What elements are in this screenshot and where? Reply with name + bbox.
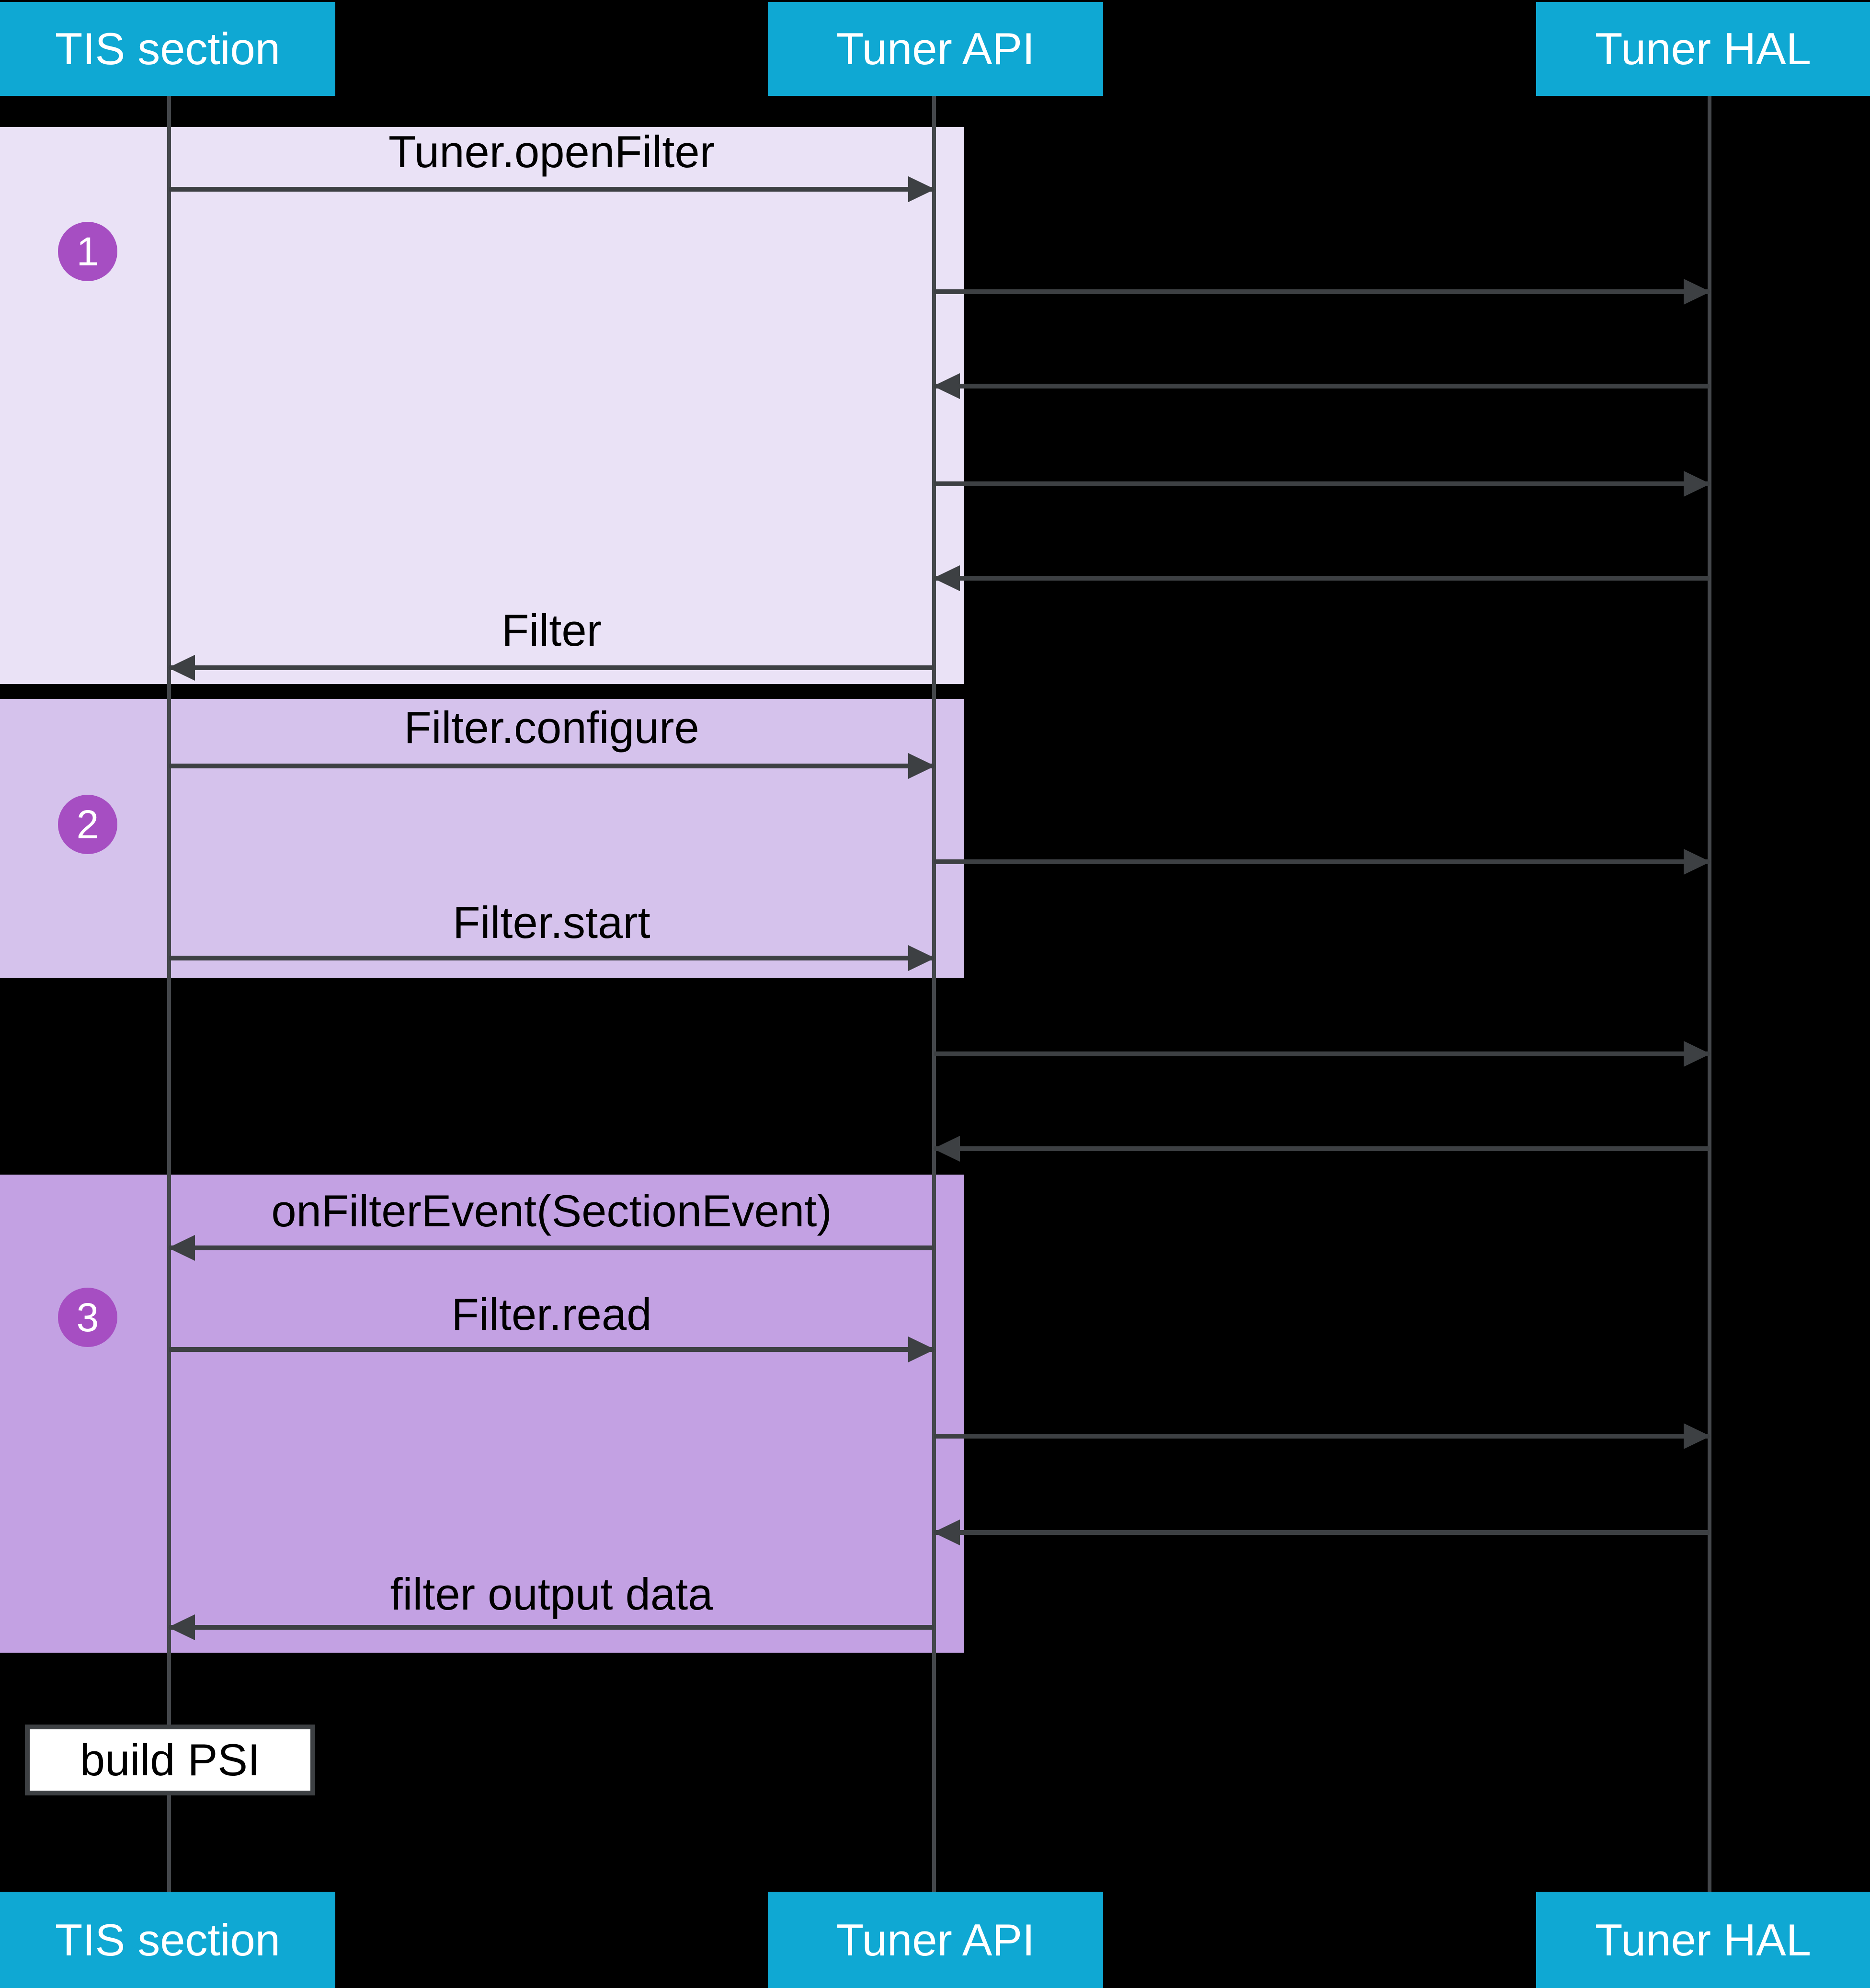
arrow-hal-to-api-4 — [934, 1530, 1710, 1535]
note-build-psi: build PSI — [25, 1725, 315, 1795]
message-label-filter-start: Filter.start — [453, 897, 650, 948]
lifeline-tuner-hal — [1708, 96, 1711, 1892]
arrow-api-to-hal-4 — [934, 1051, 1710, 1056]
arrow-onfilterevent — [169, 1245, 934, 1250]
arrow-tuner-openfilter — [169, 187, 934, 192]
step-badge-2: 2 — [58, 795, 117, 854]
step-badge-1: 1 — [58, 222, 117, 281]
message-label-onfilterevent: onFilterEvent(SectionEvent) — [271, 1186, 832, 1236]
message-label-filter-configure: Filter.configure — [404, 702, 699, 753]
arrow-hal-to-api-1 — [934, 384, 1710, 388]
actor-header-tuner-hal-bottom: Tuner HAL — [1536, 1892, 1870, 1988]
actor-header-tuner-api-bottom: Tuner API — [768, 1892, 1103, 1988]
arrow-filter-start — [169, 956, 934, 960]
message-label-filter-return: Filter — [502, 605, 602, 655]
arrow-api-to-hal-1 — [934, 289, 1710, 294]
arrow-filter-return — [169, 665, 934, 670]
actor-header-tuner-api-top: Tuner API — [768, 2, 1103, 96]
actor-header-tuner-hal-top: Tuner HAL — [1536, 2, 1870, 96]
arrow-filter-output-data — [169, 1625, 934, 1630]
actor-header-tis-section-top: TIS section — [0, 2, 335, 96]
phase-2-region — [0, 699, 964, 978]
message-label-tuner-openfilter: Tuner.openFilter — [388, 126, 715, 177]
message-label-filter-read: Filter.read — [451, 1289, 652, 1339]
arrow-api-to-hal-2 — [934, 481, 1710, 486]
arrow-hal-to-api-3 — [934, 1146, 1710, 1151]
arrow-api-to-hal-3 — [934, 859, 1710, 864]
phase-3-region — [0, 1175, 964, 1653]
message-label-filter-output-data: filter output data — [390, 1569, 713, 1619]
arrow-api-to-hal-5 — [934, 1434, 1710, 1439]
arrow-hal-to-api-2 — [934, 576, 1710, 581]
lifeline-tuner-api — [932, 96, 936, 1892]
phase-1-region — [0, 127, 964, 684]
actor-header-tis-section-bottom: TIS section — [0, 1892, 335, 1988]
lifeline-tis-section — [167, 96, 171, 1892]
arrow-filter-configure — [169, 764, 934, 768]
arrow-filter-read — [169, 1347, 934, 1352]
step-badge-3: 3 — [58, 1288, 117, 1347]
